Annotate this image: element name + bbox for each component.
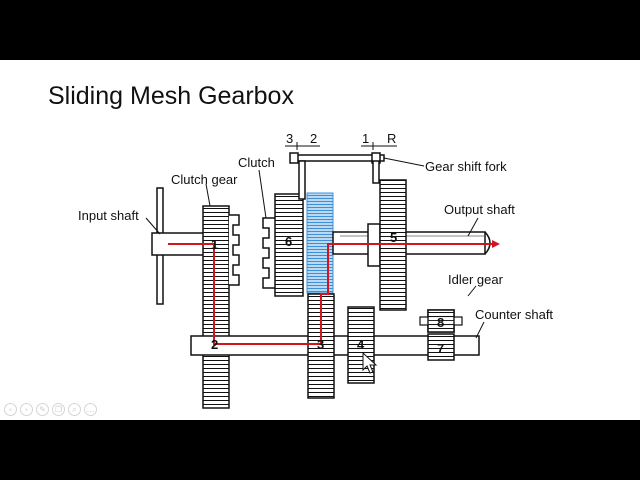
label-input-shaft: Input shaft <box>78 208 139 223</box>
gear-number-3: 3 <box>317 337 324 352</box>
fork-position-scale <box>285 142 397 150</box>
gearbox-diagram: Input shaft Clutch gear Clutch Gear shif… <box>78 131 553 409</box>
gear-number-4: 4 <box>357 337 365 352</box>
label-clutch-gear: Clutch gear <box>171 172 238 187</box>
mouse-cursor-icon <box>362 351 378 374</box>
label-output-shaft: Output shaft <box>444 202 515 217</box>
slide-controls: ‹ › ✎ ❐ ⌕ … <box>4 403 97 416</box>
fork-pos-1: 1 <box>362 131 369 146</box>
label-idler-gear: Idler gear <box>448 272 504 287</box>
next-icon[interactable]: › <box>20 403 33 416</box>
counter-shaft <box>190 335 480 356</box>
slide-title: Sliding Mesh Gearbox <box>48 82 294 110</box>
gear-shift-fork <box>289 152 425 200</box>
gear-number-6: 6 <box>285 234 292 249</box>
gear-7 <box>427 333 455 361</box>
leader-lines <box>145 169 485 339</box>
fork-pos-r: R <box>387 131 396 146</box>
slide: Sliding Mesh Gearbox <box>0 60 640 420</box>
input-shaft <box>151 187 207 305</box>
copy-icon[interactable]: ❐ <box>52 403 65 416</box>
power-flow-arrow-head <box>492 240 500 248</box>
prev-icon[interactable]: ‹ <box>4 403 17 416</box>
zoom-icon[interactable]: ⌕ <box>68 403 81 416</box>
idler-gear <box>419 309 463 333</box>
gear-number-5: 5 <box>390 230 397 245</box>
label-clutch: Clutch <box>238 155 275 170</box>
clutch-gear <box>202 205 240 409</box>
edit-icon[interactable]: ✎ <box>36 403 49 416</box>
gear-number-7: 7 <box>437 341 444 356</box>
label-counter-shaft: Counter shaft <box>475 307 553 322</box>
gear-number-2: 2 <box>211 337 218 352</box>
gear-number-1: 1 <box>211 237 218 252</box>
gear-number-8: 8 <box>437 315 444 330</box>
power-flow-path <box>168 243 492 345</box>
dog-clutch <box>262 217 275 289</box>
fork-pos-2: 2 <box>310 131 317 146</box>
label-gear-shift-fork: Gear shift fork <box>425 159 507 174</box>
fork-pos-3: 3 <box>286 131 293 146</box>
more-icon[interactable]: … <box>84 403 97 416</box>
gear-6 <box>274 193 304 297</box>
